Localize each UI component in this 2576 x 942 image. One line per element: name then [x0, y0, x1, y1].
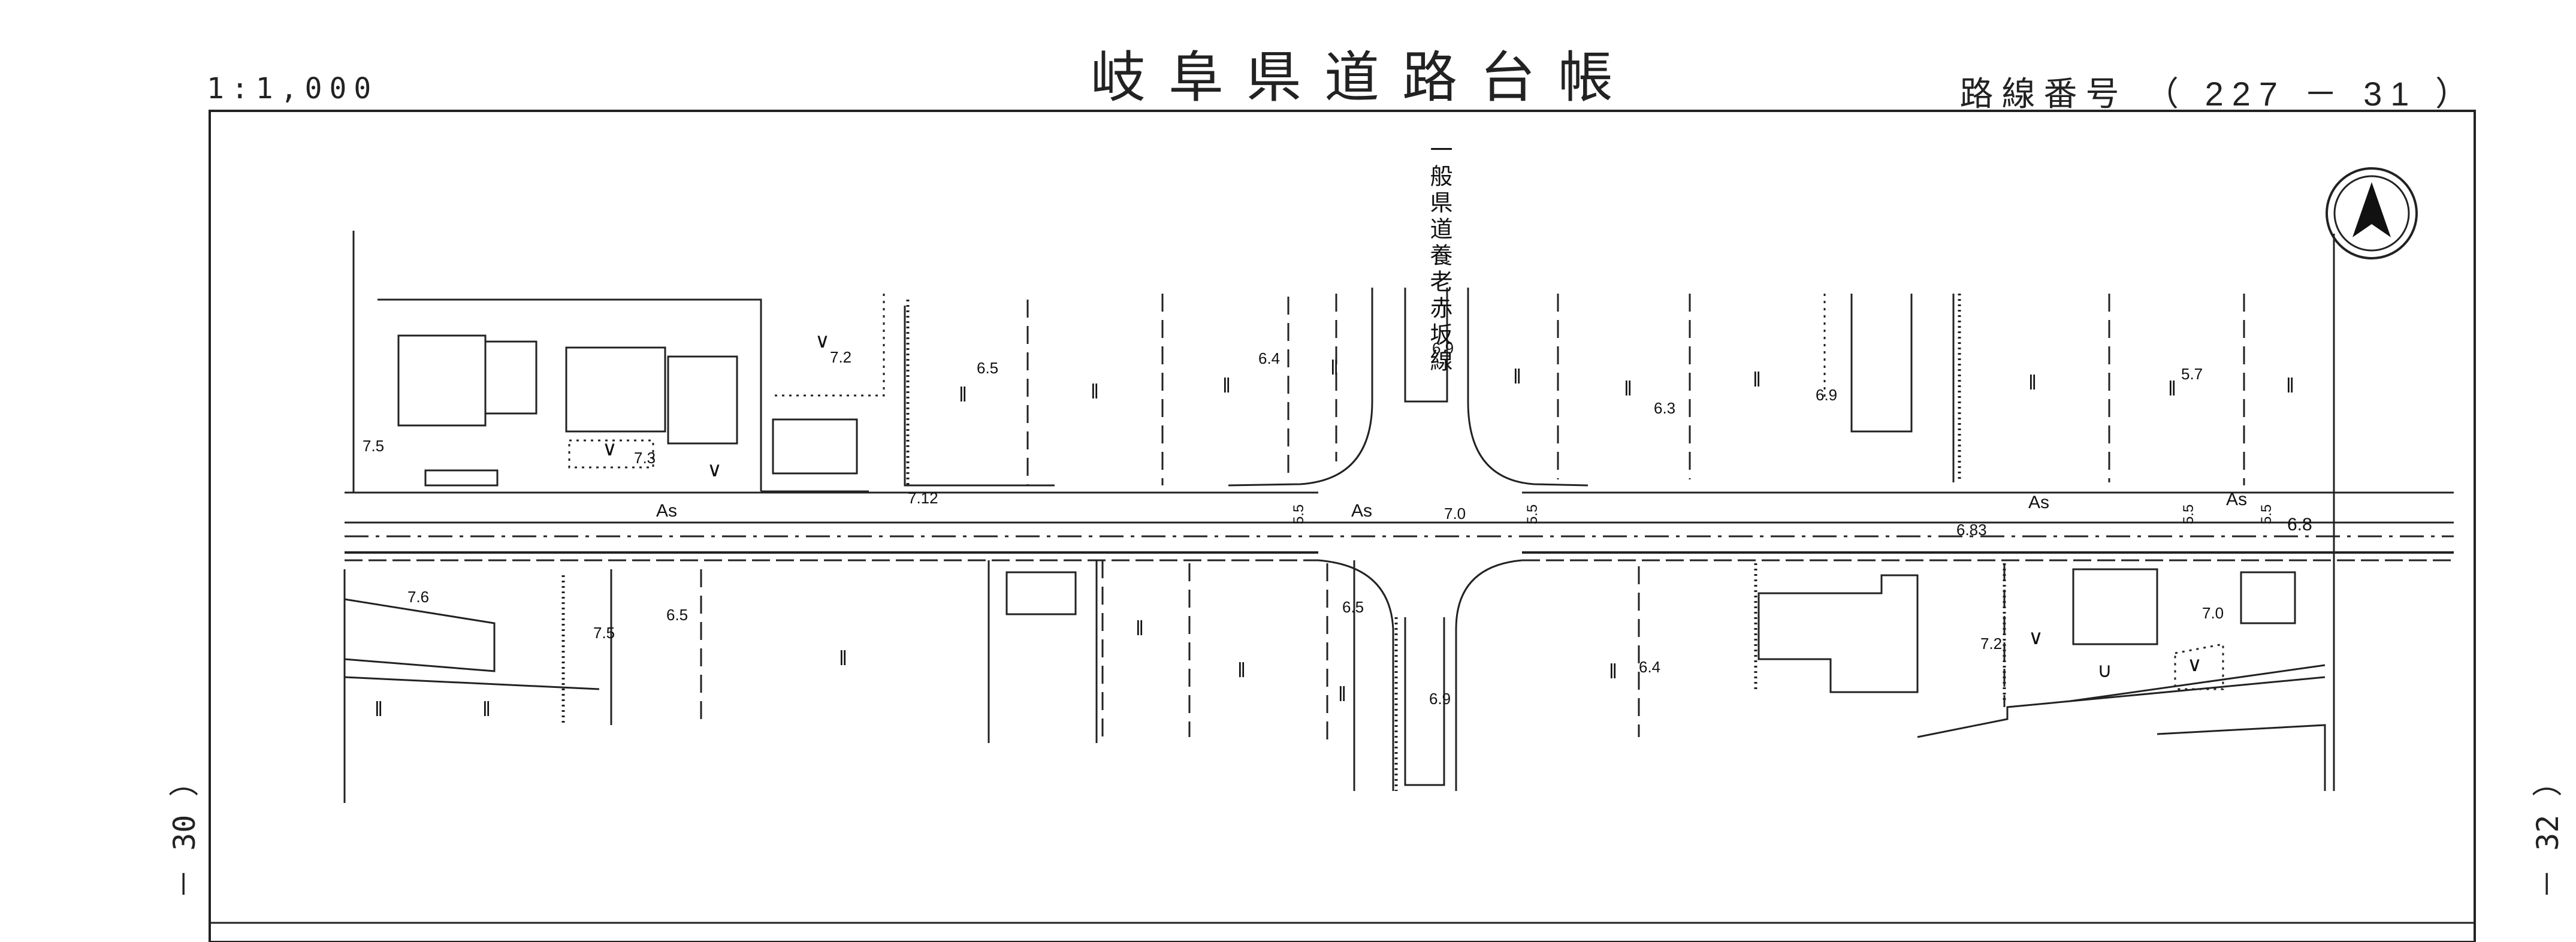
elevation-point: 6.5 — [666, 606, 688, 624]
scale-label: 1:1,000 — [207, 72, 379, 105]
road-width-label: 5.5 — [1524, 505, 1541, 524]
field-symbol: ‖ — [1091, 381, 1099, 403]
elevation-point: 7.3 — [634, 449, 656, 467]
field-symbol: ‖ — [375, 698, 383, 721]
surface-label: As — [656, 501, 677, 521]
elevation-point: 6.5 — [1342, 598, 1364, 616]
elevation-point: 6.4 — [1258, 349, 1280, 367]
parcel-boundaries — [352, 231, 1055, 493]
field-symbol: ‖ — [2286, 375, 2294, 397]
route-number-label: 路線番号 — [1959, 75, 2128, 113]
elevation-point: 6.9 — [1432, 339, 1454, 357]
orchard-symbol: ∪ — [2097, 659, 2112, 682]
vegetable-symbol: ∨ — [707, 458, 722, 481]
field-symbol: ‖ — [1624, 378, 1632, 400]
crossroad-south — [1318, 559, 1523, 791]
crossroad-north — [1228, 288, 1589, 487]
field-symbol: ‖ — [1753, 369, 1761, 391]
field-symbol: ‖ — [1330, 357, 1339, 379]
field-symbol: ‖ — [959, 384, 967, 406]
field-symbol: ‖ — [2028, 372, 2037, 394]
field-symbol: ‖ — [1609, 660, 1617, 683]
elevation-point: 7.5 — [593, 624, 615, 642]
field-symbol: ‖ — [1136, 617, 1144, 640]
north-arrow-icon — [2326, 167, 2418, 259]
field-symbol: ‖ — [1222, 375, 1231, 397]
vegetable-symbol: ∨ — [2187, 653, 2202, 676]
surface-label: As — [2028, 493, 2049, 512]
elevation-point: 6.9 — [1816, 386, 1837, 404]
map-title: 岐阜県道路台帳 — [1091, 46, 1636, 110]
route-number: 路線番号 （ 227 － 31 ） — [1959, 67, 2477, 116]
elevation-point: 7.6 — [407, 588, 429, 606]
vegetable-symbol: ∨ — [2028, 626, 2043, 649]
elevation-point: 5.7 — [2181, 365, 2203, 383]
field-symbol: ‖ — [2168, 378, 2176, 400]
field-symbol: ‖ — [1338, 683, 1346, 706]
elevation-point: 6.9 — [1429, 690, 1451, 708]
vegetable-symbol: ∨ — [815, 330, 830, 352]
road-width-label: 5.5 — [2181, 505, 2197, 524]
elevation-point: 6.83 — [1956, 521, 1987, 539]
elevation-point: 7.2 — [830, 348, 851, 366]
elevation-point: 7.0 — [1444, 505, 1466, 523]
road-width-label: 6.8 — [2287, 515, 2312, 535]
field-symbol: ‖ — [1237, 659, 1246, 682]
route-number-value: （ 227 － 31 ） — [2145, 75, 2477, 113]
elevation-point: 7.0 — [2202, 604, 2224, 622]
road-width-label: 5.5 — [1291, 505, 1307, 524]
elevation-point: 7.5 — [363, 437, 384, 455]
elevation-point: 6.4 — [1639, 658, 1660, 676]
vegetable-symbol: ∨ — [602, 437, 617, 460]
elevation-point: 7.2 — [1980, 635, 2002, 653]
field-symbol: ‖ — [1513, 366, 1521, 388]
field-symbol: ‖ — [482, 698, 491, 721]
elevation-point: 6.3 — [1654, 399, 1675, 417]
map-frame — [209, 110, 2476, 942]
elevation-point: 6.5 — [977, 359, 998, 377]
road-name: 一般県道養老赤坂線 — [1426, 138, 1452, 375]
surface-label: As — [1351, 501, 1372, 521]
field-symbol: ‖ — [839, 647, 847, 670]
elevation-point: 7.12 — [908, 489, 938, 507]
road-width-label: 5.5 — [2258, 505, 2275, 524]
surface-label: As — [2226, 490, 2247, 509]
